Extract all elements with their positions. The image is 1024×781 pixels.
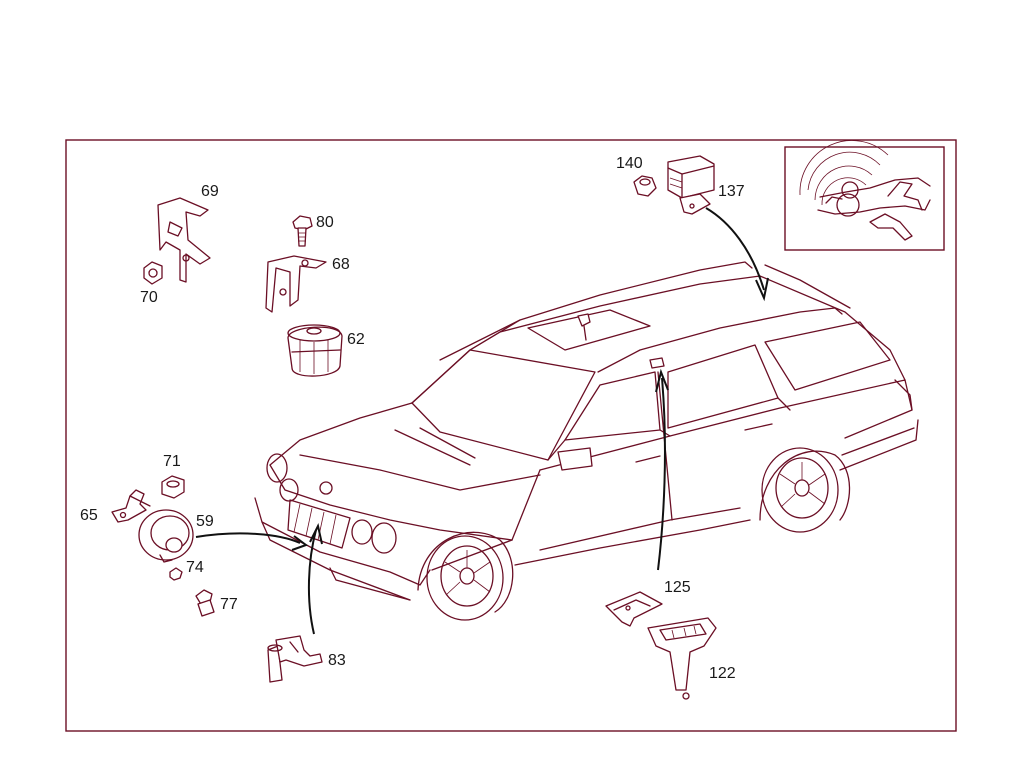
- label-70: 70: [140, 289, 158, 306]
- car-estate-illustration: [254, 261, 919, 621]
- arrowhead-59: [291, 535, 309, 551]
- part-70-nut: [143, 261, 163, 285]
- arrow-137-to-roof: [705, 207, 765, 291]
- part-140-nut: [633, 175, 657, 197]
- label-77: 77: [220, 596, 238, 613]
- part-77-bolt: [195, 589, 215, 617]
- part-125-holder: [605, 591, 663, 627]
- part-122-bracket: [647, 617, 717, 700]
- arrowhead-125: [655, 368, 669, 393]
- arrow-83-to-grille: [307, 529, 317, 635]
- diagram-frame: [65, 139, 957, 732]
- label-62: 62: [347, 331, 365, 348]
- label-69: 69: [201, 183, 219, 200]
- label-59: 59: [196, 513, 214, 530]
- part-59-horn: [138, 509, 194, 563]
- part-68-bracket: [265, 255, 327, 313]
- label-125: 125: [664, 579, 691, 596]
- arrowhead-137: [755, 277, 769, 302]
- label-83: 83: [328, 652, 346, 669]
- part-71-nut: [161, 475, 185, 499]
- part-74-nut: [169, 567, 183, 581]
- part-80-bolt: [292, 215, 313, 247]
- label-71: 71: [163, 453, 181, 470]
- label-68: 68: [332, 256, 350, 273]
- label-65: 65: [80, 507, 98, 524]
- label-80: 80: [316, 214, 334, 231]
- arrow-125-to-roof: [657, 377, 666, 571]
- part-137-control-unit: [667, 155, 715, 215]
- label-74: 74: [186, 559, 204, 576]
- part-83-sensor: [267, 635, 323, 683]
- arrow-59-to-bumper: [195, 532, 301, 544]
- part-69-bracket: [157, 197, 211, 283]
- label-140: 140: [616, 155, 643, 172]
- part-62-siren: [287, 324, 343, 377]
- callout-arrows: [195, 207, 769, 635]
- part-65-bracket: [111, 489, 151, 523]
- label-122: 122: [709, 665, 736, 682]
- arrowhead-83: [309, 523, 323, 545]
- label-137: 137: [718, 183, 745, 200]
- part-labels: 69 70 80 68 62 140 137 71 65 59 74 77 83…: [80, 155, 745, 682]
- inset-detail: [784, 140, 945, 251]
